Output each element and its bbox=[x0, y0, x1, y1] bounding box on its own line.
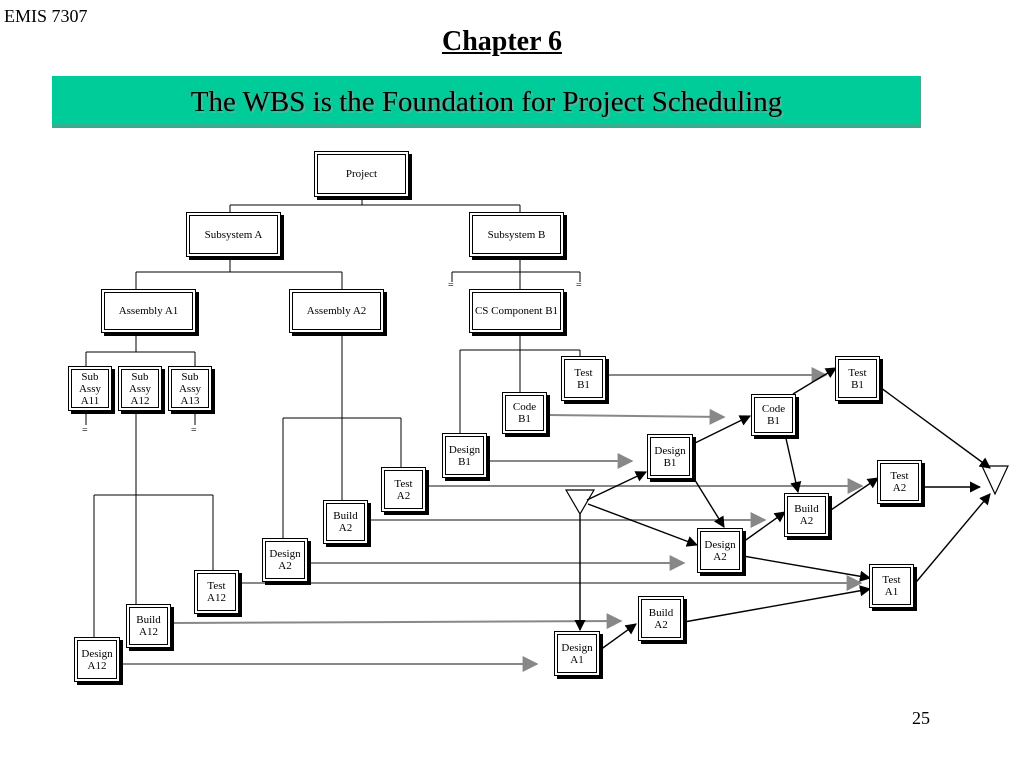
wbs-node-assembly-a2: Assembly A2 bbox=[289, 289, 384, 333]
net-task-design-a1: Design A1 bbox=[554, 631, 600, 676]
wbs-node-assembly-a1: Assembly A1 bbox=[101, 289, 196, 333]
wbs-task-design-a12: Design A12 bbox=[74, 637, 120, 682]
continuation-marker: = bbox=[82, 425, 88, 436]
course-code: EMIS 7307 bbox=[4, 6, 88, 26]
wbs-node-project: Project bbox=[314, 151, 409, 197]
net-task-test-b1: Test B1 bbox=[835, 356, 880, 401]
wbs-node-sub-assy-a12: Sub Assy A12 bbox=[118, 366, 162, 411]
wbs-node-sub-assy-a11: Sub Assy A11 bbox=[68, 366, 112, 411]
wbs-tree-lines bbox=[85, 197, 581, 637]
wbs-node-cs-component-b1: CS Component B1 bbox=[469, 289, 564, 333]
net-task-test-a1: Test A1 bbox=[869, 564, 914, 608]
net-task-design-a2: Design A2 bbox=[697, 528, 743, 573]
page-number: 25 bbox=[912, 708, 930, 728]
net-task-build-a2: Build A2 bbox=[784, 493, 829, 537]
wbs-node-subsystem-b: Subsystem B bbox=[469, 212, 564, 257]
continuation-marker: = bbox=[576, 280, 582, 291]
net-task-test-a2: Test A2 bbox=[877, 460, 922, 504]
network-dependency-arrows bbox=[574, 367, 991, 651]
net-task-code-b1: Code B1 bbox=[751, 394, 796, 436]
chapter-heading: Chapter 6 bbox=[441, 26, 563, 57]
title-banner: The WBS is the Foundation for Project Sc… bbox=[52, 76, 921, 128]
wbs-task-test-a2: Test A2 bbox=[381, 467, 426, 512]
net-task-design-b1: Design B1 bbox=[647, 434, 693, 479]
wbs-to-network-arrows bbox=[120, 367, 864, 672]
net-task-build-a2-lower: Build A2 bbox=[638, 596, 684, 641]
continuation-marker: = bbox=[191, 425, 197, 436]
slide-title: The WBS is the Foundation for Project Sc… bbox=[190, 86, 783, 118]
wbs-task-build-a12: Build A12 bbox=[126, 604, 171, 648]
wbs-task-test-a12: Test A12 bbox=[194, 570, 239, 614]
wbs-task-test-b1: Test B1 bbox=[561, 356, 606, 401]
wbs-task-design-b1: Design B1 bbox=[442, 433, 487, 478]
wbs-task-build-a2: Build A2 bbox=[323, 500, 368, 544]
network-end-node bbox=[981, 465, 1009, 496]
wbs-task-code-b1: Code B1 bbox=[502, 392, 547, 434]
network-start-node bbox=[564, 489, 596, 516]
wbs-node-sub-assy-a13: Sub Assy A13 bbox=[168, 366, 212, 411]
wbs-node-subsystem-a: Subsystem A bbox=[186, 212, 281, 257]
continuation-marker: = bbox=[448, 280, 454, 291]
wbs-task-design-a2: Design A2 bbox=[262, 538, 308, 582]
